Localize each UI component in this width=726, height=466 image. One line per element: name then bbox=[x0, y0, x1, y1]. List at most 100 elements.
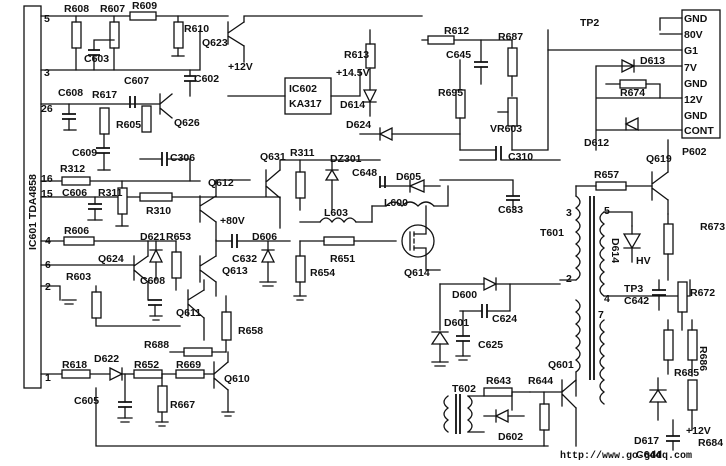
connector-body bbox=[681, 9, 721, 139]
v12-label: +12V bbox=[228, 61, 253, 73]
d612-label: D612 bbox=[584, 137, 609, 149]
r653-body bbox=[171, 251, 182, 279]
conn-pin-12v: 12V bbox=[684, 94, 703, 106]
ic601-pin-3: 3 bbox=[44, 67, 50, 79]
r657-body bbox=[595, 181, 627, 191]
q601-label: Q601 bbox=[548, 359, 574, 371]
d622-label: D622 bbox=[94, 353, 119, 365]
r687-body bbox=[507, 47, 518, 77]
r657-label: R657 bbox=[594, 169, 619, 181]
r612-body bbox=[427, 35, 455, 45]
r311-label-a: R311 bbox=[98, 187, 123, 199]
c625-label: C625 bbox=[478, 339, 503, 351]
r603-body bbox=[91, 291, 102, 319]
watermark: http://www.go-gddq.com bbox=[560, 450, 692, 462]
r652-body bbox=[133, 369, 163, 379]
top-left-block: R608 R607 R609 R610 C603 Q623 +12V bbox=[64, 0, 423, 73]
r603-label: R603 bbox=[66, 271, 91, 283]
t601-pin-7: 7 bbox=[598, 309, 604, 321]
c605-label: C605 bbox=[74, 395, 99, 407]
t601-pin-3: 3 bbox=[566, 207, 572, 219]
r607-label: R607 bbox=[100, 3, 125, 15]
r610-label: R610 bbox=[184, 23, 209, 35]
vr603-body bbox=[507, 97, 518, 127]
q601-block: T602 R643 R644 Q601 D602 bbox=[443, 359, 577, 447]
r688-body bbox=[183, 347, 213, 357]
r654-body bbox=[295, 255, 306, 283]
c648-label: C648 bbox=[352, 167, 377, 179]
r609-label: R609 bbox=[132, 0, 157, 12]
r312-label: R312 bbox=[60, 163, 85, 175]
r652-label: R652 bbox=[134, 359, 159, 371]
d601-label: D601 bbox=[444, 317, 469, 329]
d617-label: D617 bbox=[634, 435, 659, 447]
c609-label: C609 bbox=[72, 147, 97, 159]
d624-label: D624 bbox=[346, 119, 371, 131]
r612-label: R612 bbox=[444, 25, 469, 37]
conn-pin-gnd1: GND bbox=[684, 13, 708, 25]
t602-label: T602 bbox=[452, 383, 476, 395]
d614b-label: D614 bbox=[609, 238, 621, 263]
p602-label: P602 bbox=[682, 146, 707, 158]
ic601-pin-15: 15 bbox=[41, 188, 53, 200]
r658-label: R658 bbox=[238, 325, 263, 337]
ic601-pin-16: 16 bbox=[41, 173, 53, 185]
r651-label: R651 bbox=[330, 253, 355, 265]
c602-label: C602 bbox=[194, 73, 219, 85]
r669-label: R669 bbox=[176, 359, 201, 371]
r672-label: R672 bbox=[690, 287, 715, 299]
r658-body bbox=[221, 311, 232, 341]
d602-label: D602 bbox=[498, 431, 523, 443]
q612-label: Q612 bbox=[208, 177, 234, 189]
ic601-pin-2: 2 bbox=[45, 281, 51, 293]
ic602-label-2: KA317 bbox=[289, 98, 322, 110]
q614-label: Q614 bbox=[404, 267, 430, 279]
r613-label: R613 bbox=[344, 49, 369, 61]
q626-block: C607 C602 C608 R617 R605 Q626 C609 bbox=[58, 69, 219, 171]
c633-label: C633 bbox=[498, 204, 523, 216]
r605-body bbox=[141, 105, 152, 133]
c608-label: C608 bbox=[58, 87, 83, 99]
t601: T601 3 2 7 5 4 bbox=[540, 185, 610, 405]
r695-label: R695 bbox=[438, 87, 463, 99]
r673-label: R673 bbox=[700, 221, 725, 233]
c603-label: C603 bbox=[84, 53, 109, 65]
dz301-label: DZ301 bbox=[330, 153, 362, 165]
d600-label: D600 bbox=[452, 289, 477, 301]
t601-label: T601 bbox=[540, 227, 564, 239]
l600-label: L600 bbox=[384, 197, 408, 209]
r608-body bbox=[71, 21, 82, 49]
v145-label: +14.5V bbox=[336, 67, 370, 79]
r672-body bbox=[677, 281, 688, 313]
conn-pin-7v: 7V bbox=[684, 62, 697, 74]
c306-label: C306 bbox=[170, 152, 195, 164]
ic601-label: IC601 TDA4858 bbox=[27, 174, 39, 250]
ground-symbols bbox=[61, 55, 471, 427]
ic601-pins: 5 3 26 16 15 4 6 2 1 bbox=[41, 13, 53, 384]
d605-label: D605 bbox=[396, 171, 421, 183]
r673-body bbox=[663, 223, 674, 255]
c607-label: C607 bbox=[124, 75, 149, 87]
t601-pin-2: 2 bbox=[566, 273, 572, 285]
r643-body bbox=[483, 387, 513, 397]
c632-label: C632 bbox=[232, 253, 257, 265]
t601-pin-5: 5 bbox=[604, 205, 610, 217]
tp2-label: TP2 bbox=[580, 17, 599, 29]
t601-pin-4: 4 bbox=[604, 293, 610, 305]
r607-body bbox=[109, 21, 120, 49]
hv-drive-block: R606 D621 R653 Q612 +80V C632 Q613 D606 … bbox=[63, 177, 441, 297]
middle-left-block: C306 R312 R311 C606 R310 bbox=[60, 152, 195, 227]
c645-label: C645 bbox=[446, 49, 471, 61]
regulator-block: R613 +14.5V D614 D624 R612 R687 C645 R69… bbox=[336, 25, 523, 151]
ic602-body bbox=[284, 77, 332, 115]
c642-label: C642 bbox=[624, 295, 649, 307]
r667-label: R667 bbox=[170, 399, 195, 411]
ic602: IC602 KA317 bbox=[227, 69, 361, 115]
conn-pin-gnd3: GND bbox=[684, 110, 708, 122]
ic601: IC601 TDA4858 bbox=[23, 5, 42, 389]
q619-label: Q619 bbox=[646, 153, 672, 165]
d600-block: D600 D601 C624 C625 bbox=[430, 276, 561, 363]
r608-label: R608 bbox=[64, 3, 89, 15]
r618-body bbox=[61, 369, 91, 379]
r310-body bbox=[139, 192, 173, 202]
